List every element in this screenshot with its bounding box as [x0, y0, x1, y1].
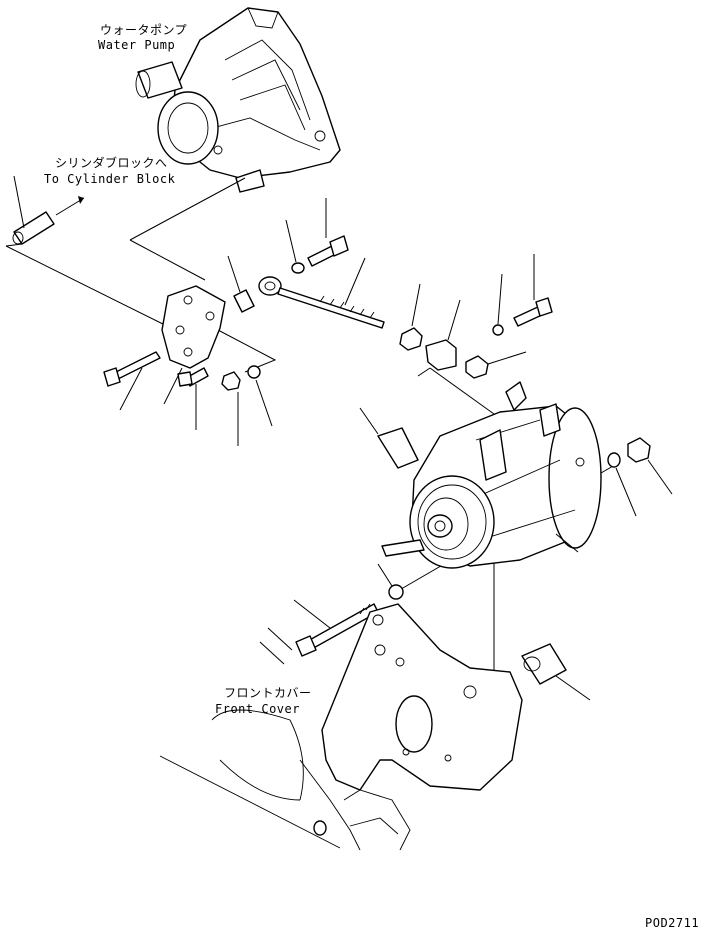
- water-pump-label-jp: ウォータポンプ: [100, 23, 188, 37]
- alternator-part: [359, 381, 602, 569]
- nut-part-4: [627, 437, 673, 495]
- long-bolt-part: [103, 351, 161, 411]
- water-pump-part: [135, 7, 341, 193]
- nut-part-2: [399, 283, 423, 351]
- nut-part: [221, 371, 241, 446]
- short-bolt-part: [177, 367, 209, 430]
- water-pump-label-en: Water Pump: [98, 38, 176, 52]
- nut-part-3: [465, 351, 527, 379]
- adjust-rod-part: [258, 257, 385, 329]
- alternator-bolt-part: [259, 599, 379, 665]
- front-cover-part: [159, 603, 523, 851]
- washer-part-4: [607, 452, 637, 517]
- bolt-part: [307, 198, 349, 267]
- washer-part-5: [377, 563, 404, 600]
- bracket-leader-lines: [5, 177, 277, 373]
- spacer-part-2: [521, 643, 591, 701]
- washer-part: [285, 219, 305, 274]
- block-part: [425, 299, 461, 371]
- washer-part-3: [492, 273, 504, 336]
- bolt-part-2: [513, 254, 553, 327]
- washer-part-2: [247, 365, 273, 427]
- leader-line: [163, 367, 183, 405]
- front-cover-label-en: Front Cover: [215, 702, 300, 716]
- water-pipe-part: [12, 175, 85, 245]
- cylinder-block-label-en: To Cylinder Block: [44, 172, 176, 186]
- spacer-part: [227, 255, 255, 313]
- drawing-code: POD2711: [645, 916, 700, 930]
- bracket-part: [161, 285, 226, 369]
- cylinder-block-label-jp: シリンダブロックへ: [55, 156, 168, 170]
- front-cover-label-jp: フロントカバー: [224, 686, 312, 700]
